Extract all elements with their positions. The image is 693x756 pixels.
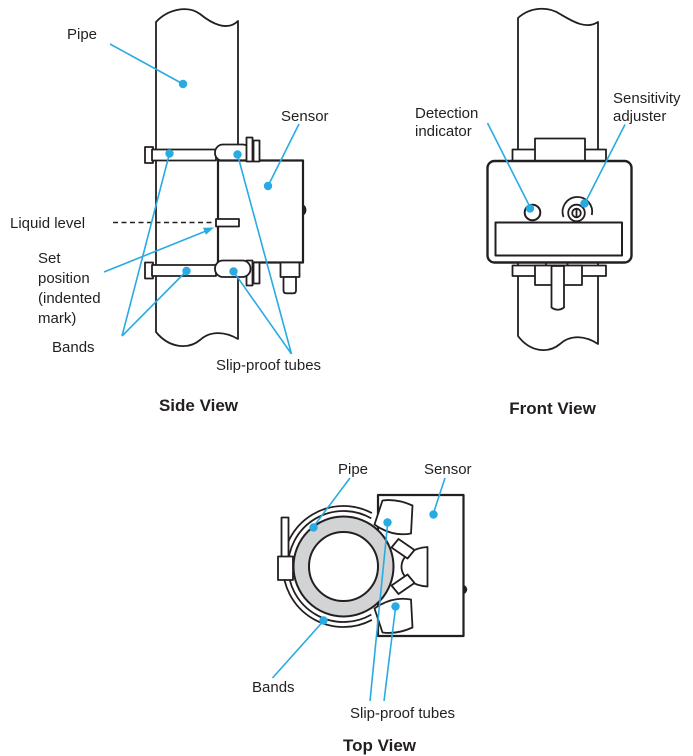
top-slip-tube-lower-leader-dot <box>391 602 400 611</box>
top-pipe-label: Pipe <box>338 461 368 478</box>
side-pipe-leader-dot <box>178 79 188 89</box>
side-band-top-buckle-strip-1 <box>245 136 254 163</box>
top-slip-tube-upper-leader-dot <box>383 518 392 527</box>
front-band-screw <box>550 265 565 311</box>
side-band-top-buckle-strip-2 <box>252 139 261 163</box>
side-view-diagram: Pipe Sensor Liquid level Set position (i… <box>10 8 329 415</box>
side-sensor-label: Sensor <box>281 108 329 125</box>
side-pipe-label: Pipe <box>67 26 97 43</box>
side-band-bottom-leader-dot <box>182 266 191 276</box>
front-sensor-window <box>494 221 623 257</box>
top-pipe-leader <box>313 477 351 527</box>
front-detection-label-line2: indicator <box>415 123 472 140</box>
top-view-diagram: Pipe Sensor Bands Slip-proof tubes Top V… <box>252 461 472 755</box>
top-bands-leader <box>271 620 324 679</box>
top-tube-holder-lower <box>390 573 416 595</box>
side-band-top-leader-dot <box>165 149 174 158</box>
front-detection-leader <box>486 122 531 208</box>
top-band-buckle-strip <box>280 516 290 560</box>
side-sensor-leader <box>267 123 300 187</box>
top-bands-leader-dot <box>319 616 328 625</box>
front-detection-leader-dot <box>525 204 535 213</box>
side-bands-label: Bands <box>52 339 95 356</box>
front-view-caption: Front View <box>509 399 596 418</box>
side-band-bottom-buckle-strip-2 <box>252 261 261 285</box>
front-detection-label-line1: Detection <box>415 105 478 122</box>
front-adjuster-label-line2: adjuster <box>613 108 666 125</box>
top-sensor-leader <box>432 477 446 514</box>
side-set-position-notch <box>215 218 240 228</box>
side-bands-leaders <box>121 153 188 337</box>
top-band-buckle <box>277 555 294 581</box>
side-slip-tube-bottom-leader-dot <box>229 267 238 276</box>
side-set-position-label-line3: (indented <box>38 290 101 307</box>
adjuster-outer-ring <box>567 203 586 223</box>
top-pipe-bore <box>308 531 379 602</box>
side-band-top <box>151 148 217 162</box>
side-slip-tube-top-leader-dot <box>233 150 242 159</box>
top-tube-holder-upper <box>390 538 416 560</box>
top-bands-label: Bands <box>252 679 295 696</box>
front-view-diagram: Detection indicator Sensitivity adjuster… <box>415 7 681 418</box>
side-sensor-body <box>216 159 305 264</box>
side-set-position-arrowhead <box>203 227 214 235</box>
side-slip-tubes-label: Slip-proof tubes <box>216 357 321 374</box>
front-adjuster-leader <box>584 124 626 204</box>
side-view-caption: Side View <box>159 396 239 415</box>
side-slip-tube-top <box>214 143 252 162</box>
side-set-position-label-line1: Set <box>38 250 61 267</box>
front-adjuster-leader-dot <box>580 199 589 208</box>
side-cable-gland-lower <box>282 276 297 295</box>
side-sensor-leader-dot <box>263 181 273 191</box>
top-slip-tube-lower-leader <box>383 607 397 702</box>
side-slip-tubes-leaders <box>232 154 293 355</box>
adjuster-arc <box>561 196 594 218</box>
top-slip-tube-lower <box>373 597 414 634</box>
side-cable-gland-upper <box>279 261 301 278</box>
top-slip-tube-upper <box>373 499 414 536</box>
side-set-position-label-line4: mark) <box>38 310 76 327</box>
side-set-position-arrow-line <box>103 230 207 273</box>
top-slip-tubes-label: Slip-proof tubes <box>350 705 455 722</box>
front-slip-tube-top <box>534 137 586 163</box>
top-pipe-leader-dot <box>309 523 318 532</box>
top-slip-tube-upper-leader <box>369 524 389 702</box>
front-adjuster-label-line1: Sensitivity <box>613 90 681 107</box>
front-sensitivity-adjuster <box>561 196 594 223</box>
top-sensor-leader-dot <box>429 510 438 519</box>
top-sensor-side-screw <box>463 585 468 594</box>
side-set-position-label-line2: position <box>38 270 90 287</box>
side-liquid-level-label: Liquid level <box>10 215 85 232</box>
side-pipe-leader <box>109 43 184 85</box>
top-view-caption: Top View <box>343 736 417 755</box>
top-sensor-label: Sensor <box>424 461 472 478</box>
side-sensor-side-screw <box>302 204 307 216</box>
